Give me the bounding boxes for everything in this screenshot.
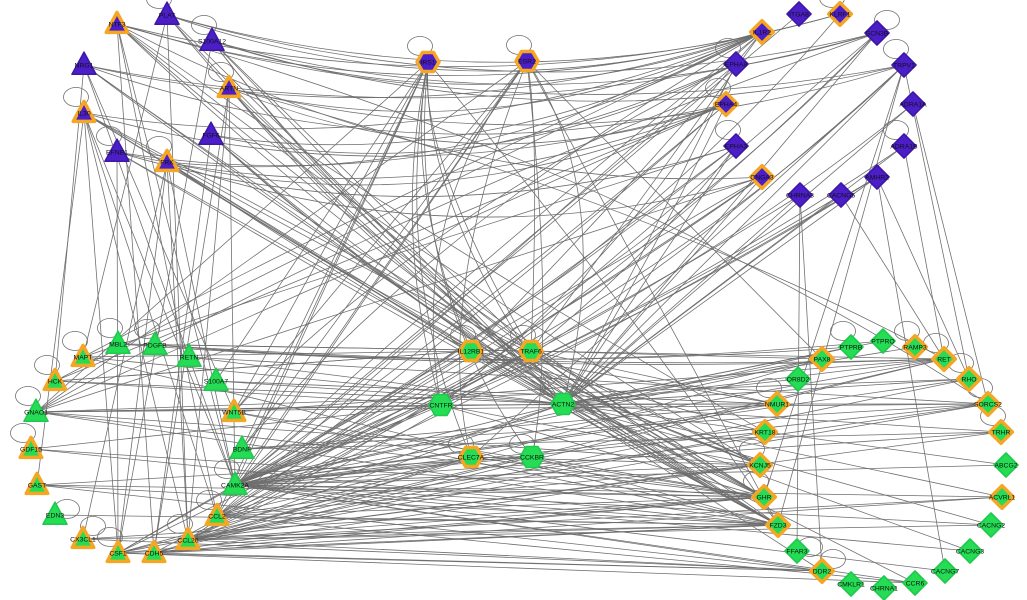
svg-text:GDF15: GDF15 [20,447,42,454]
svg-text:ACVRL1: ACVRL1 [989,495,1016,502]
svg-text:PTPRO: PTPRO [871,339,894,346]
svg-text:CAMK2A: CAMK2A [221,483,249,490]
svg-text:EDN3: EDN3 [46,513,64,520]
svg-text:CCL2: CCL2 [208,514,226,521]
svg-text:GAST: GAST [28,483,47,490]
svg-text:CACNG5: CACNG5 [827,193,856,200]
svg-text:CX3CL1: CX3CL1 [70,537,96,544]
svg-text:ABCG2: ABCG2 [994,463,1017,470]
svg-text:MBL2: MBL2 [109,342,127,349]
svg-text:PDGFB: PDGFB [143,343,167,350]
svg-text:TRAF6: TRAF6 [520,349,542,356]
svg-text:ADRA1A: ADRA1A [899,102,927,109]
svg-text:CACNG7: CACNG7 [931,569,960,576]
svg-text:CHRNA1: CHRNA1 [870,586,898,593]
svg-text:IL12RB1: IL12RB1 [458,349,485,356]
svg-text:SORCS2: SORCS2 [974,402,1002,409]
svg-text:NTF3: NTF3 [109,22,126,29]
svg-text:FZD3: FZD3 [770,523,787,530]
svg-text:GHR: GHR [756,495,771,502]
svg-text:CHRNA3: CHRNA3 [786,193,814,200]
svg-text:CNTFR: CNTFR [429,403,452,410]
svg-text:PAX8: PAX8 [814,357,831,364]
svg-text:CSF1: CSF1 [109,551,127,558]
svg-text:EPHA8: EPHA8 [725,62,748,69]
svg-text:KLRF1: KLRF1 [829,12,850,19]
svg-text:MAPT: MAPT [74,355,93,362]
svg-text:CACNG3: CACNG3 [956,549,985,556]
svg-text:ACTN2: ACTN2 [552,402,575,409]
svg-text:OR8D2: OR8D2 [787,377,810,384]
svg-text:RAMP3: RAMP3 [903,345,927,352]
svg-text:CDH5: CDH5 [145,551,164,558]
svg-text:IRS1: IRS1 [420,60,435,67]
svg-text:S100A12: S100A12 [198,39,226,46]
svg-text:EPHA3: EPHA3 [725,144,748,151]
svg-text:IL30: IL30 [77,111,90,118]
svg-text:CCL20: CCL20 [177,538,198,545]
svg-text:FRK: FRK [160,160,174,167]
svg-text:ITGA8: ITGA8 [789,12,809,19]
svg-text:PTPRB: PTPRB [840,345,863,352]
svg-text:CACNG2: CACNG2 [977,523,1006,530]
svg-text:IL1R2: IL1R2 [753,30,771,37]
svg-text:KRT18: KRT18 [754,430,775,437]
svg-text:TRPV1: TRPV1 [893,63,915,70]
svg-text:RET: RET [937,357,951,364]
svg-text:NRG1: NRG1 [75,63,94,70]
svg-text:BDNF: BDNF [233,447,252,454]
svg-text:NMUR1: NMUR1 [765,402,789,409]
svg-text:SCN3B: SCN3B [866,31,889,38]
svg-text:HCK: HCK [48,379,63,386]
svg-text:EFNB1: EFNB1 [106,150,128,157]
svg-text:EPHA4: EPHA4 [715,102,738,109]
svg-text:PLAT: PLAT [159,13,176,20]
svg-text:RHO: RHO [961,377,976,384]
svg-text:S100A7: S100A7 [204,379,228,386]
svg-text:ADRA1B: ADRA1B [890,144,918,151]
svg-text:FGF6: FGF6 [202,133,220,140]
svg-text:AMHR2: AMHR2 [865,175,889,182]
svg-text:RETN: RETN [180,355,199,362]
svg-text:CLEC7A: CLEC7A [458,455,485,462]
svg-text:WNT5B: WNT5B [222,410,246,417]
svg-text:KCNJ5: KCNJ5 [749,463,771,470]
svg-text:CCKBR: CCKBR [520,455,544,462]
svg-text:GNAO1: GNAO1 [24,410,48,417]
svg-text:ESR2: ESR2 [518,59,536,66]
svg-text:TRHR: TRHR [992,430,1011,437]
svg-text:DDR2: DDR2 [813,569,832,576]
svg-text:ARTN: ARTN [220,86,238,93]
svg-text:CCR6: CCR6 [906,581,925,588]
svg-text:CNGA3: CNGA3 [750,175,774,182]
svg-text:CMKLR1: CMKLR1 [837,582,865,589]
svg-text:FFAR3: FFAR3 [786,549,807,556]
